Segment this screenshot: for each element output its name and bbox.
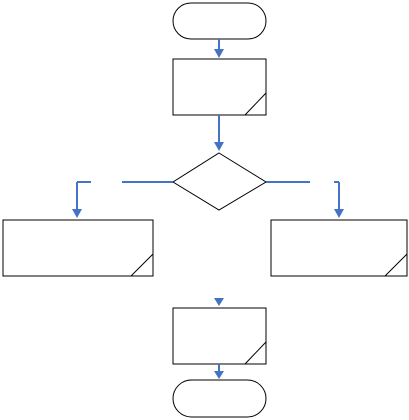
- decision-diamond[interactable]: [172, 152, 267, 211]
- connector-decision-to-right-process: [266, 181, 344, 218]
- process-box-right[interactable]: [270, 219, 408, 277]
- connector-start-to-process-1: [214, 39, 224, 58]
- connector-bottom-process-to-end: [214, 364, 224, 379]
- connector-decision-to-left-process: [72, 181, 173, 218]
- start-terminator[interactable]: [172, 2, 267, 40]
- process-box-left[interactable]: [2, 219, 154, 277]
- connector-into-bottom-process: [214, 298, 224, 306]
- end-terminator[interactable]: [172, 379, 267, 418]
- connector-process-1-to-decision: [214, 115, 224, 151]
- process-box-bottom[interactable]: [172, 307, 267, 365]
- process-box-1[interactable]: [172, 58, 267, 116]
